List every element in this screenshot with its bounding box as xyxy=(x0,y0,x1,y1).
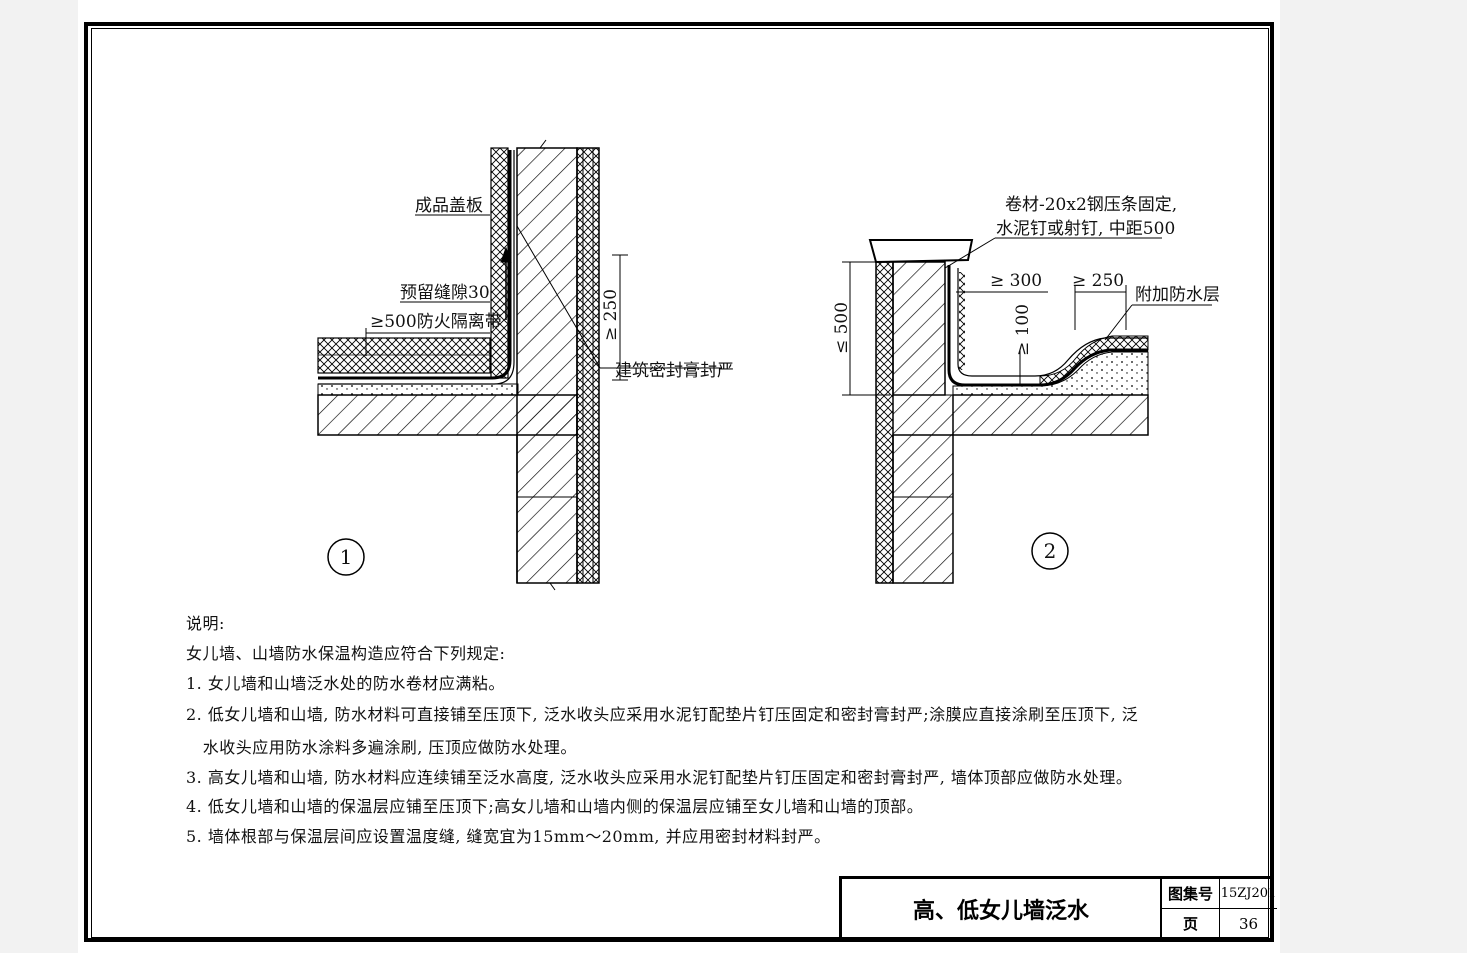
title-block: 高、低女儿墙泛水 图集号 15ZJ201 页 36 xyxy=(839,876,1277,938)
atlas-label: 图集号 xyxy=(1162,879,1220,909)
drawing-title: 高、低女儿墙泛水 xyxy=(842,879,1162,938)
detail-2 xyxy=(842,237,1212,584)
note-item-3: 3. 高女儿墙和山墙, 防水材料应连续铺至泛水高度, 泛水收头应采用水泥钉配垫片… xyxy=(186,768,1133,787)
note-item-2-cont: 水收头应用防水涂料多遍涂刷, 压顶应做防水处理。 xyxy=(186,738,577,757)
note-item-4: 4. 低女儿墙和山墙的保温层应铺至压顶下;高女儿墙和山墙内侧的保温层应铺至女儿墙… xyxy=(186,797,924,816)
atlas-value: 15ZJ201 xyxy=(1220,879,1277,909)
label-fix-line2: 水泥钉或射钉, 中距500 xyxy=(996,219,1175,239)
note-item-2: 2. 低女儿墙和山墙, 防水材料可直接铺至压顶下, 泛水收头应采用水泥钉配垫片钉… xyxy=(186,705,1139,724)
label-cover-board: 成品盖板 xyxy=(415,196,483,216)
label-sealant: 建筑密封膏封严 xyxy=(615,360,734,381)
label-dim-250: ≥ 250 xyxy=(1072,271,1124,291)
label-reserved-gap: 预留缝隙30 xyxy=(400,283,490,303)
label-fix-line1: 卷材-20x2钢压条固定, xyxy=(1005,195,1177,215)
note-item-1: 1. 女儿墙和山墙泛水处的防水卷材应满粘。 xyxy=(186,674,505,693)
label-height-250: ≥ 250 xyxy=(601,289,621,341)
drawing-sheet xyxy=(78,0,1280,953)
label-fire-strip: ≥500防火隔离带 xyxy=(370,312,502,332)
page-value: 36 xyxy=(1238,914,1259,933)
detail-1-number: 1 xyxy=(340,545,353,569)
label-dim-500: ≤ 500 xyxy=(832,302,852,354)
page-label: 页 xyxy=(1162,909,1220,938)
label-dim-100: ≥ 100 xyxy=(1013,304,1033,356)
note-item-5: 5. 墙体根部与保温层间应设置温度缝, 缝宽宜为15mm～20mm, 并应用密封… xyxy=(186,827,831,846)
label-extra-layer: 附加防水层 xyxy=(1135,285,1220,305)
sheet-inner-border xyxy=(91,28,1269,938)
sheet-outer-border xyxy=(84,22,1274,942)
notes-heading: 说明: xyxy=(186,614,225,633)
detail-2-number: 2 xyxy=(1044,539,1057,563)
detail-1 xyxy=(317,139,722,591)
label-dim-300: ≥ 300 xyxy=(990,271,1042,291)
notes-intro: 女儿墙、山墙防水保温构造应符合下列规定: xyxy=(186,644,506,663)
